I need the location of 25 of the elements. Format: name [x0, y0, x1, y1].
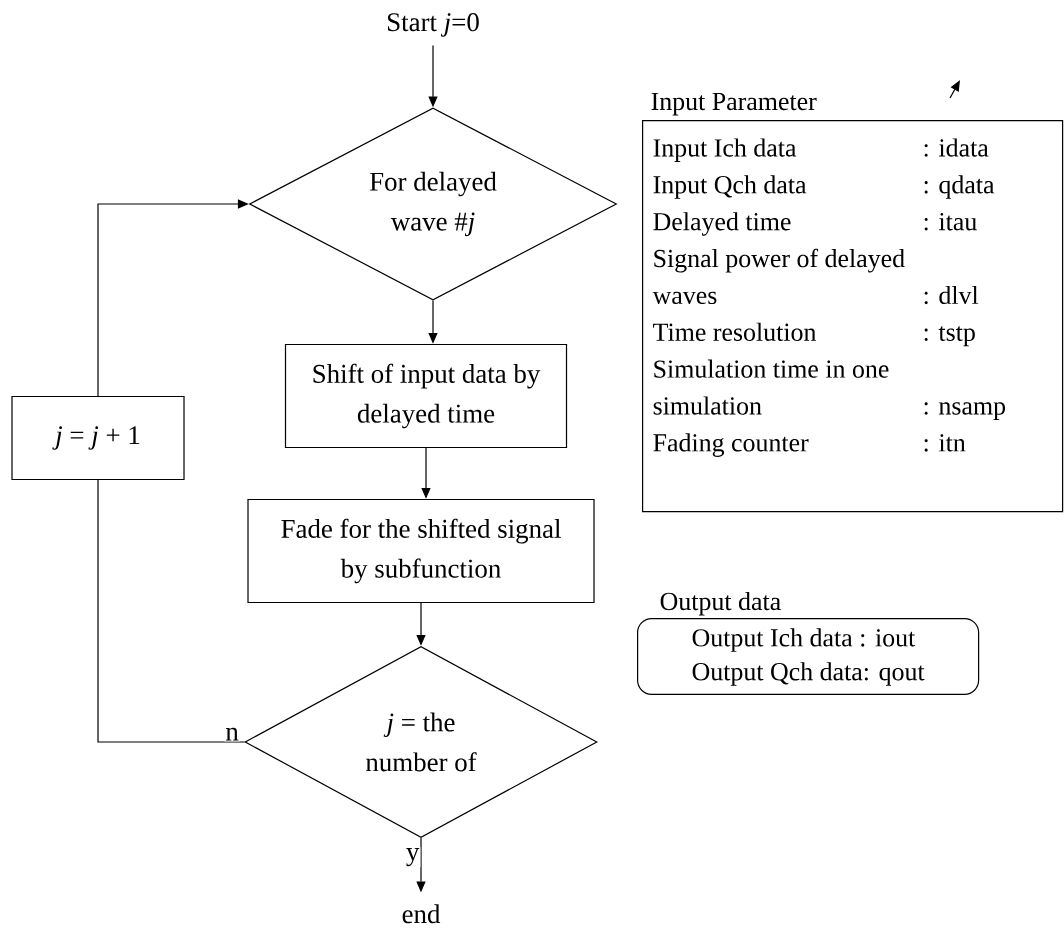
node-label: Simulation time in one simulation [653, 359, 889, 415]
node-label: : dlvl [924, 285, 979, 305]
node-label: : itau [924, 212, 977, 231]
node-label: : tstp [924, 326, 975, 347]
node-label: Fading counter [653, 433, 809, 457]
node-label: Input Ich data [653, 138, 797, 162]
terminal-text: Startj=0 [388, 13, 479, 37]
node-label: Time resolution [653, 322, 817, 341]
box-heading: Output data [660, 591, 781, 616]
node-label: : nsamp [924, 402, 1006, 420]
node-label: Delayed time [653, 212, 791, 236]
box-heading: Input Parameter [651, 92, 817, 116]
process-box: Fade for the shifted signal by subfunction [247, 498, 595, 604]
node-label: Input Qch data [653, 175, 807, 199]
node-label: : idata [924, 138, 989, 157]
edge-label: y [404, 847, 421, 868]
terminal-text: end [402, 904, 441, 924]
output-box: Output Ich data : iout Output Qch data: qout [637, 618, 980, 695]
parameter-box: Input Ich data : idata Input Qch data : qdata Delayed time : itau Signal power of delayed waves : dlvl Time resolution : tstp Simulation time in one simulation : nsamp Fading counter : itn [642, 120, 1064, 513]
node-label: : itn [924, 434, 966, 452]
node-label: : qdata [924, 175, 995, 199]
process-box: Shift of input data by delayed time [284, 343, 568, 449]
process-box: j = j + 1 [11, 395, 185, 481]
edge-label: n [224, 726, 240, 742]
node-label: Signal power of delayed waves [652, 248, 905, 305]
